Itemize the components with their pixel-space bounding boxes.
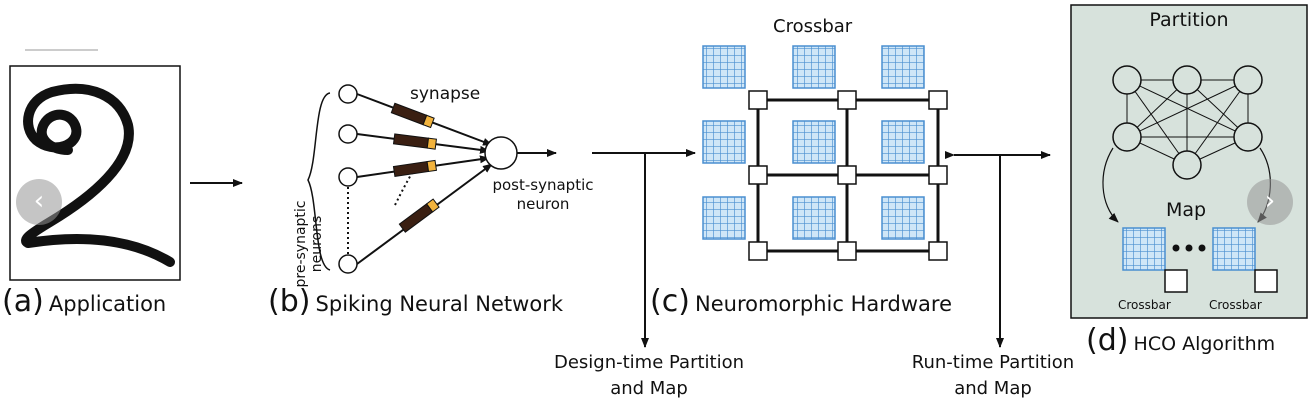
ellipsis-dots bbox=[1172, 244, 1206, 252]
mapped-router-left bbox=[1164, 269, 1188, 293]
pre-synaptic-label: pre-synaptic neurons bbox=[293, 134, 341, 288]
mapped-router-right bbox=[1254, 269, 1278, 293]
caption-b: (b) Spiking Neural Network bbox=[268, 284, 563, 319]
run-time-line2: and Map bbox=[954, 378, 1032, 399]
crossbar-title: Crossbar bbox=[773, 16, 853, 37]
design-time-line2: and Map bbox=[610, 378, 688, 399]
synapse-label: synapse bbox=[410, 84, 481, 104]
post-synaptic-label: post-synaptic neuron bbox=[478, 176, 608, 214]
mapped-crossbar-right bbox=[1212, 227, 1256, 271]
design-time-line1: Design-time Partition bbox=[553, 352, 745, 373]
caption-b-title: Spiking Neural Network bbox=[315, 292, 563, 316]
caption-c-title: Neuromorphic Hardware bbox=[695, 292, 952, 316]
crossbar-grids bbox=[702, 45, 925, 240]
caption-c-letter: (c) bbox=[650, 284, 690, 319]
partition-title: Partition bbox=[1149, 9, 1229, 31]
synapses bbox=[390, 102, 440, 233]
caption-c: (c) Neuromorphic Hardware bbox=[650, 284, 952, 319]
caption-a-letter: (a) bbox=[2, 284, 44, 319]
map-arrow-left bbox=[1102, 147, 1119, 223]
caption-b-letter: (b) bbox=[268, 284, 311, 319]
mapped-crossbar-left bbox=[1122, 227, 1166, 271]
post-synaptic-neuron bbox=[484, 136, 518, 170]
handwritten-digit-2 bbox=[21, 83, 175, 267]
crossbar-label-left: Crossbar bbox=[1118, 298, 1171, 312]
prev-slide-button[interactable]: ‹ bbox=[16, 179, 62, 225]
post-synaptic-line2: neuron bbox=[516, 195, 570, 213]
pre-synaptic-neurons bbox=[338, 84, 358, 274]
router-nodes bbox=[748, 90, 948, 261]
caption-a: (a) Application bbox=[2, 284, 166, 319]
design-time-label: Design-time Partition and Map bbox=[530, 350, 768, 402]
chevron-right-icon: › bbox=[1264, 186, 1276, 216]
caption-a-title: Application bbox=[48, 292, 167, 316]
pre-synaptic-line2: neurons bbox=[309, 215, 325, 273]
post-synaptic-line1: post-synaptic bbox=[492, 176, 594, 194]
run-time-label: Run-time Partition and Map bbox=[893, 350, 1093, 402]
caption-d-title: HCO Algorithm bbox=[1133, 333, 1276, 355]
map-title: Map bbox=[1166, 199, 1207, 221]
caption-d: (d) HCO Algorithm bbox=[1086, 323, 1275, 358]
pre-synaptic-line1: pre-synaptic bbox=[293, 200, 309, 288]
partition-graph-nodes bbox=[1112, 65, 1263, 180]
run-time-line1: Run-time Partition bbox=[911, 352, 1075, 373]
caption-d-letter: (d) bbox=[1086, 323, 1129, 358]
chevron-left-icon: ‹ bbox=[33, 186, 45, 216]
next-slide-button[interactable]: › bbox=[1247, 179, 1293, 225]
pre-neurons-brace bbox=[307, 92, 331, 271]
crossbar-label-right: Crossbar bbox=[1209, 298, 1262, 312]
synapse-ellipsis bbox=[394, 172, 413, 206]
